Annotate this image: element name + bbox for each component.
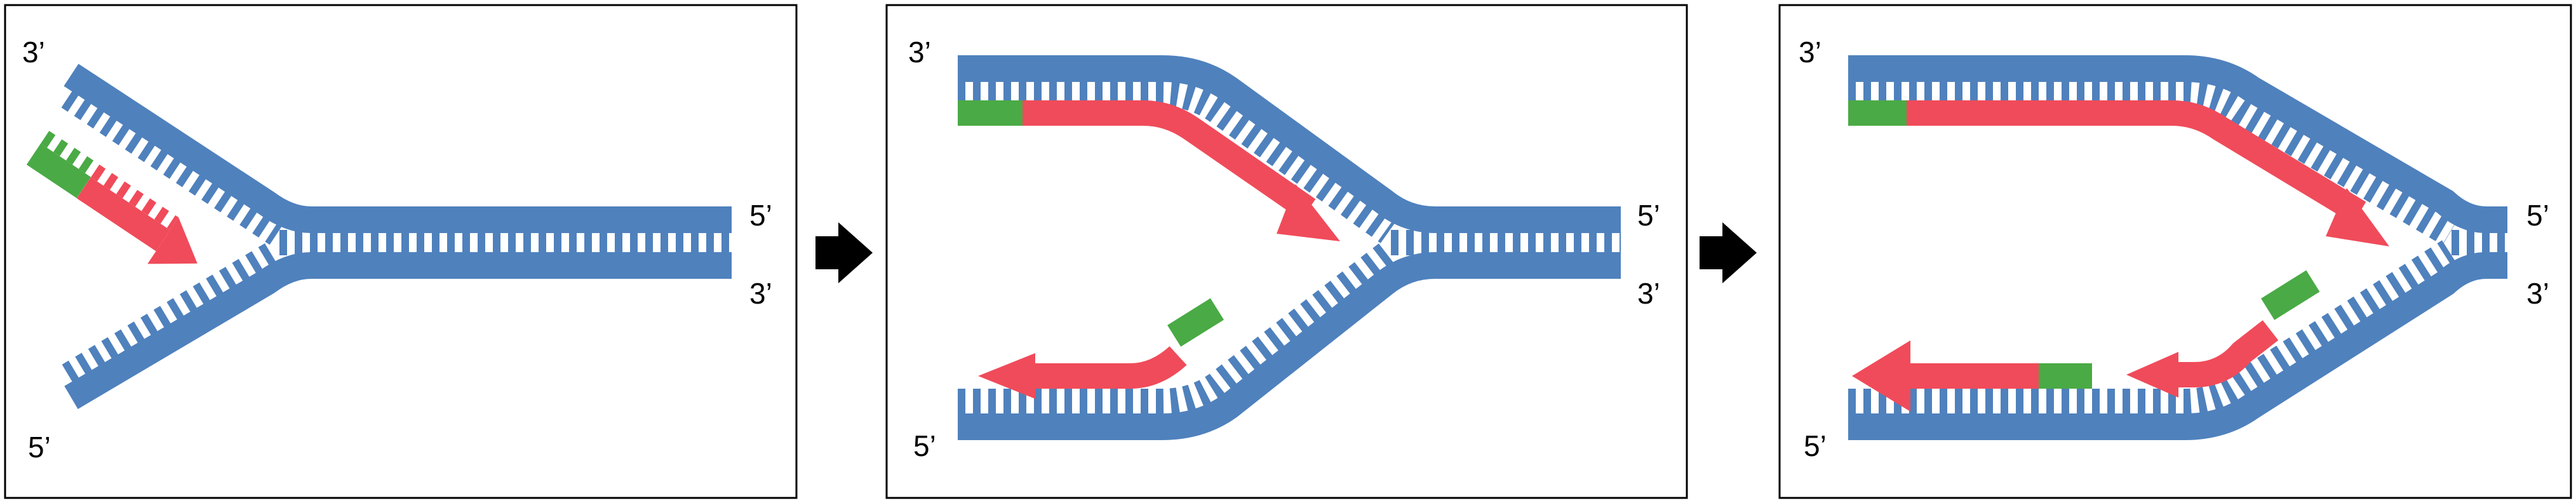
panel-1-label-top-left: 3’ — [22, 36, 45, 69]
panel-2-lagging-new-strand — [1029, 345, 1187, 389]
panel-1-new-strand-arrowhead — [147, 217, 198, 264]
panel-1-primer-rungs — [41, 131, 100, 177]
panel-2-upper-template-strand — [958, 55, 1621, 233]
panel-3-label-right-lower: 3’ — [2526, 277, 2549, 310]
panel-3-upper-template-rungs — [1848, 71, 2461, 246]
panel-2-label-bottom-left: 5’ — [913, 429, 936, 462]
panel-3-okazaki-primer — [2039, 363, 2092, 389]
panel-3-label-top-left: 3’ — [1799, 36, 1821, 69]
panel-1-new-strand-rungs — [91, 164, 179, 231]
panel-3-new-lagging-arrowhead — [2126, 352, 2178, 398]
panel-3-new-lagging-primer-group — [2261, 270, 2320, 320]
panel-3-label-right-upper: 5’ — [2526, 199, 2549, 232]
panel-3: 3’ 5’ 5’ 3’ — [1778, 4, 2572, 499]
panel-1-label-bottom-left: 5’ — [28, 431, 51, 464]
panel-2-label-right-upper: 5’ — [1637, 199, 1660, 232]
panel-2-lagging-arrowhead — [978, 353, 1035, 399]
panel-3-new-lagging-strand — [2172, 320, 2279, 387]
panel-1-label-right-upper: 5’ — [749, 199, 772, 232]
panel-1-label-right-lower: 3’ — [749, 277, 772, 310]
panel-1-upper-template-rungs — [61, 77, 290, 245]
panel-1-primer — [26, 144, 91, 198]
panel-2-upper-template-rungs — [958, 71, 1402, 243]
panel-2-leading-new-strand — [1023, 100, 1316, 220]
step-arrow-1 — [815, 222, 873, 283]
panel-3-new-lagging-primer — [2261, 270, 2320, 320]
panel-2: 3’ 5’ 5’ 3’ — [885, 4, 1688, 499]
panel-1-lower-template-rungs — [62, 239, 289, 396]
panel-2-label-top-left: 3’ — [908, 36, 931, 69]
panel-2-lagging-primer — [1167, 298, 1224, 347]
panel-3-label-bottom-left: 5’ — [1804, 429, 1827, 462]
panel-1-new-strand — [76, 177, 170, 251]
panel-3-okazaki-arrowhead — [1852, 340, 1910, 412]
panel-1: 3’ 5’ 5’ 3’ — [4, 4, 798, 499]
panel-3-leading-new-strand — [1907, 100, 2366, 224]
panel-2-lagging-primer-group — [1167, 298, 1224, 347]
panel-3-upper-template-strand — [1848, 55, 2507, 233]
panel-2-label-right-lower: 3’ — [1637, 277, 1660, 310]
panel-2-lower-template-strand — [958, 252, 1621, 440]
panel-3-lower-template-strand — [1848, 252, 2507, 440]
panel-2-leading-primer — [958, 100, 1023, 126]
panel-3-okazaki-fragment — [1910, 363, 2039, 389]
panel-3-leading-arrowhead — [2326, 188, 2389, 246]
panel-3-leading-primer — [1848, 100, 1907, 126]
panel-3-lower-template-rungs — [1848, 240, 2462, 424]
panel-1-lower-template-strand — [64, 252, 732, 410]
panel-1-primer-group — [26, 131, 100, 198]
panel-2-leading-arrowhead — [1277, 184, 1340, 241]
panel-1-new-strand-group — [76, 164, 198, 264]
panel-1-upper-template-strand — [64, 64, 732, 233]
panel-2-lower-template-rungs — [958, 242, 1402, 424]
step-arrow-2 — [1700, 222, 1757, 283]
